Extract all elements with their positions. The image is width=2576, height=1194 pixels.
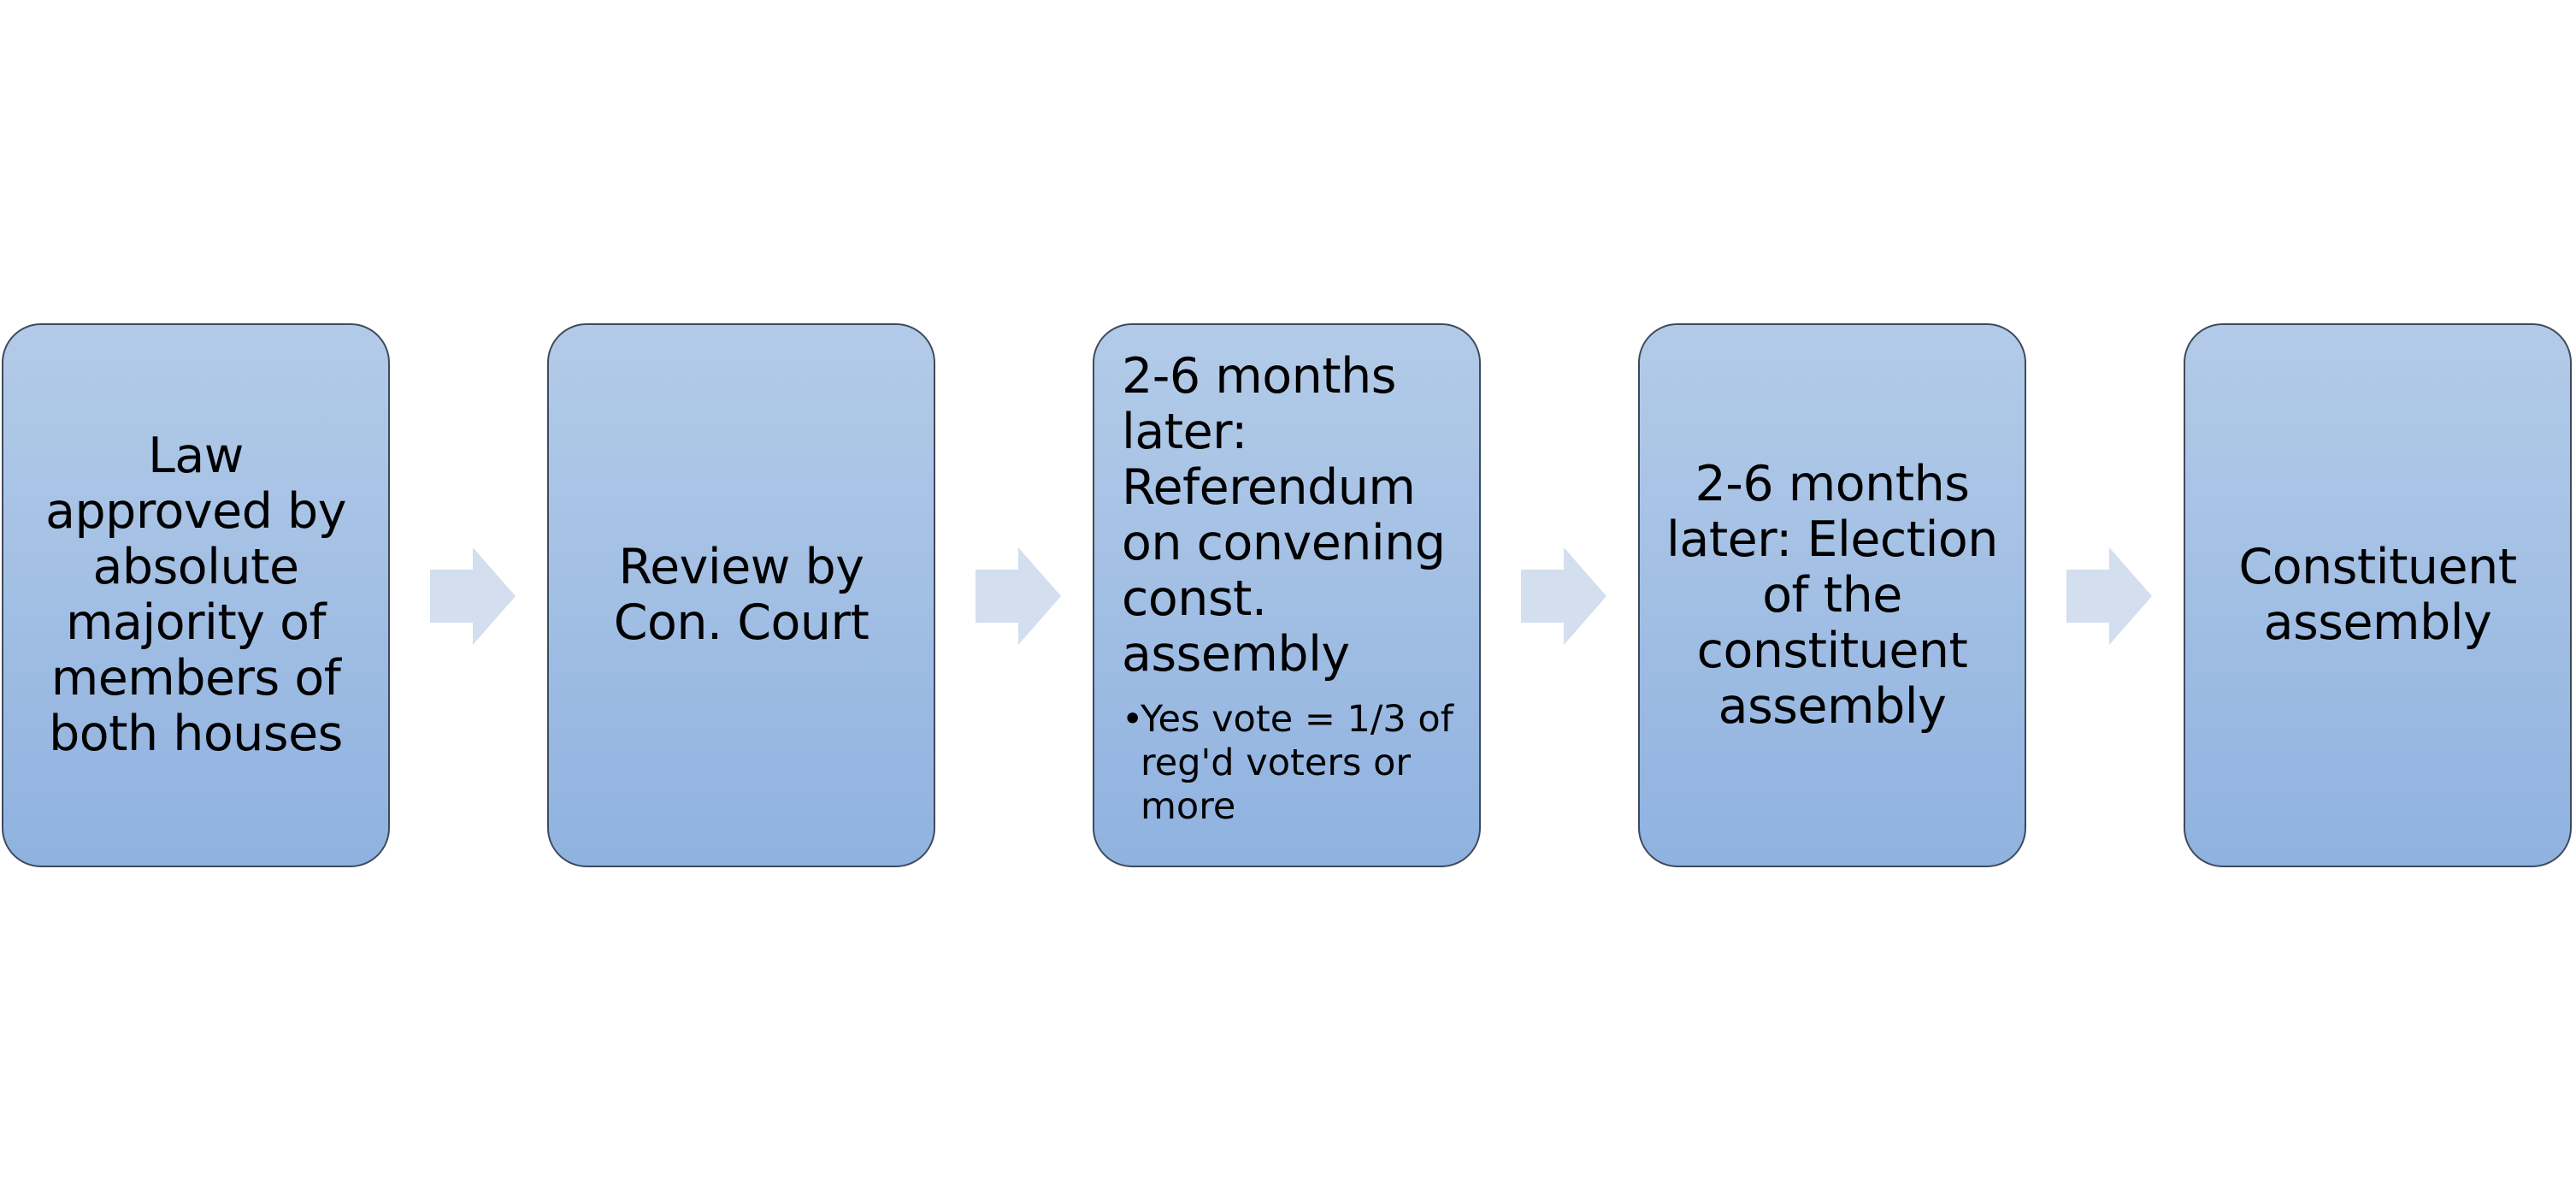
right-arrow-icon xyxy=(976,547,1061,645)
step-3-bullet-text: Yes vote = 1/3 of reg'd voters or more xyxy=(1141,698,1453,828)
right-arrow-icon xyxy=(1521,547,1606,645)
step-4-label: 2-6 months later: Election of the consti… xyxy=(1666,455,1998,735)
process-step-1: Law approved by absolute majority of mem… xyxy=(2,323,390,867)
step-1-label: Law approved by absolute majority of mem… xyxy=(45,428,346,762)
process-step-4: 2-6 months later: Election of the consti… xyxy=(1638,323,2026,867)
step-3-label: 2-6 months later: Referendum on convenin… xyxy=(1122,348,1446,683)
right-arrow-icon xyxy=(430,547,516,645)
right-arrow-icon xyxy=(2066,547,2152,645)
step-2-label: Review by Con. Court xyxy=(613,539,869,651)
process-step-3: 2-6 months later: Referendum on convenin… xyxy=(1093,323,1481,867)
bullet-dot-icon: • xyxy=(1122,698,1144,741)
step-3-bullet: • Yes vote = 1/3 of reg'd voters or more xyxy=(1122,698,1453,829)
step-5-label: Constituent assembly xyxy=(2238,539,2517,651)
process-step-5: Constituent assembly xyxy=(2184,323,2572,867)
process-step-2: Review by Con. Court xyxy=(547,323,935,867)
